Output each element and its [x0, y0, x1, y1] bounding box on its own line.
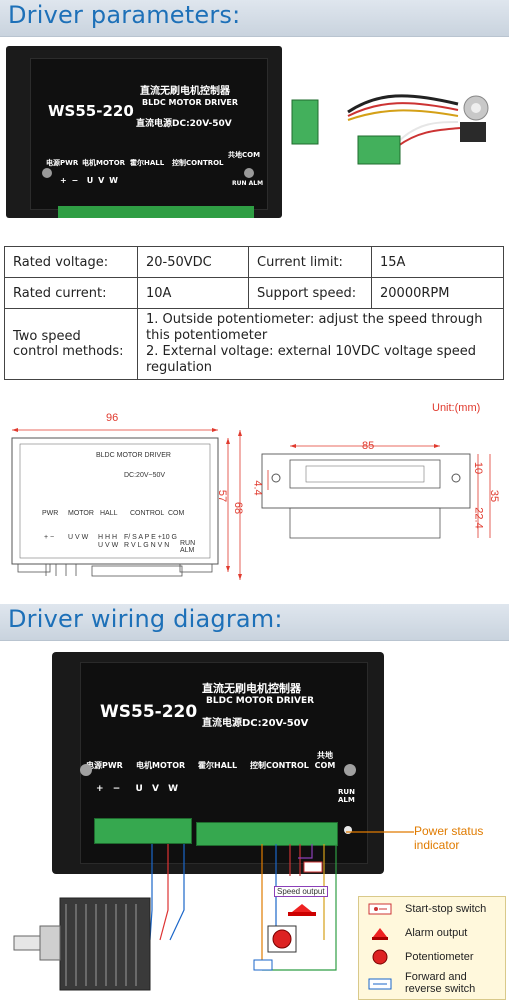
drawing-pins-ctrl: F/ S A P E +10 G	[124, 534, 177, 541]
control-methods-label: Two speed control methods:	[4, 308, 138, 380]
group-motor: 电机MOTOR	[136, 761, 186, 770]
rated-voltage-label: Rated voltage:	[4, 246, 138, 278]
legend-item: Potentiometer	[359, 945, 505, 969]
drawing-pins-pwr: + −	[44, 534, 55, 541]
section-title: Driver wiring diagram:	[8, 605, 283, 633]
dim-side-85: 85	[362, 440, 375, 452]
potentiometer-icon	[372, 949, 388, 965]
terminal-block-power-motor	[94, 818, 192, 844]
table-row: Rated voltage: 20-50VDC Current limit: 1…	[4, 246, 504, 278]
legend-item: Alarm output	[359, 921, 505, 945]
drawing-pins-ctrl2: R V L G N V N	[124, 542, 170, 549]
method-1: 1. Outside potentiometer: adjust the spe…	[146, 312, 483, 343]
dim-width-96: 96	[106, 412, 119, 424]
pins-row: + − U V W	[60, 176, 119, 185]
legend-label: Potentiometer	[405, 951, 474, 963]
driver-power-label: 直流电源DC:20V-50V	[136, 119, 232, 129]
driver-photo-top: WS55-220 直流无刷电机控制器 BLDC MOTOR DRIVER 直流电…	[6, 46, 282, 224]
legend-item: Start-stop switch	[359, 897, 505, 921]
group-hall: 霍尔HALL	[130, 159, 165, 167]
drawing-label-com: COM	[168, 510, 185, 517]
legend-label: Alarm output	[405, 927, 468, 939]
driver-model: WS55-220	[48, 102, 134, 120]
control-methods-value: 1. Outside potentiometer: adjust the spe…	[137, 308, 504, 380]
drawing-label-dc: DC:20V~50V	[124, 472, 166, 479]
screw-icon	[344, 764, 356, 776]
driver-title-cn: 直流无刷电机控制器	[140, 86, 230, 97]
drawing-label-pwr: PWR	[42, 510, 59, 517]
driver-title-en: BLDC MOTOR DRIVER	[206, 696, 315, 706]
dim-side-10: 10	[472, 461, 485, 475]
method-2: 2. External voltage: external 10VDC volt…	[146, 344, 476, 375]
driver-title-cn: 直流无刷电机控制器	[202, 682, 301, 695]
drawing-pins-hall2: U V W	[98, 542, 119, 549]
terminal-strip-top	[58, 206, 254, 218]
current-limit-label: Current limit:	[248, 246, 372, 278]
dim-height-68: 68	[232, 501, 245, 515]
wiring-diagram-lines	[13, 844, 337, 991]
rated-current-label: Rated current:	[4, 277, 138, 309]
support-speed-label: Support speed:	[248, 277, 372, 309]
forward-reverse-switch-icon	[368, 978, 392, 990]
power-status-led	[344, 826, 352, 834]
drawing-pins-motor: U V W	[68, 534, 89, 541]
indicator-leader-line	[346, 831, 414, 833]
legend-item: Forward and reverse switch	[359, 969, 505, 999]
legend-label: Forward and reverse switch	[405, 971, 476, 995]
alarm-light-icon	[372, 928, 388, 940]
driver-photo-wiring: WS55-220 直流无刷电机控制器 BLDC MOTOR DRIVER 直流电…	[52, 652, 384, 874]
driver-title-en: BLDC MOTOR DRIVER	[142, 98, 239, 107]
drawing-pins-hall: H H H	[98, 534, 118, 541]
screw-right	[244, 168, 254, 178]
section-header-wiring: Driver wiring diagram:	[0, 604, 509, 641]
group-pwr: 电源PWR	[46, 159, 79, 167]
driver-model: WS55-220	[100, 702, 198, 722]
group-hall: 霍尔HALL	[198, 761, 238, 770]
wiring-harness-illustration	[291, 94, 489, 165]
start-stop-switch-icon	[368, 903, 392, 915]
dim-side-35: 35	[488, 489, 501, 503]
terminal-block-control	[196, 822, 338, 846]
speed-output-label: Speed output	[274, 886, 328, 897]
power-status-label: Power status indicator	[414, 824, 484, 852]
driver-power-label: 直流电源DC:20V-50V	[202, 718, 309, 729]
screw-icon	[80, 764, 92, 776]
pins-row: + − U V W	[96, 784, 182, 794]
drawing-label-motor: MOTOR	[68, 510, 94, 517]
group-com: 共地COM	[314, 751, 336, 770]
group-com: 共地COM	[228, 151, 261, 159]
group-control: 控制CONTROL	[172, 159, 224, 167]
parameters-table: Rated voltage: 20-50VDC Current limit: 1…	[4, 246, 504, 380]
group-control: 控制CONTROL	[250, 761, 309, 770]
section-header-parameters: Driver parameters:	[0, 0, 509, 37]
drawing-label-control: CONTROL	[130, 510, 165, 517]
dim-side-44: 4.4	[251, 480, 264, 496]
drawing-label-driver: BLDC MOTOR DRIVER	[96, 452, 171, 459]
run-alm-label: RUN ALM	[232, 180, 264, 187]
wiring-legend: Start-stop switch Alarm output Potentiom…	[358, 896, 506, 1000]
legend-label: Start-stop switch	[405, 903, 487, 915]
group-pwr: 电源PWR	[86, 761, 123, 770]
rated-current-value: 10A	[137, 277, 249, 309]
dim-height-57: 57	[216, 489, 229, 503]
current-limit-value: 15A	[371, 246, 504, 278]
front-view-drawing	[11, 428, 491, 580]
accessories-photo	[288, 82, 504, 182]
drawing-label-run: RUN ALM	[180, 540, 196, 554]
section-title: Driver parameters:	[8, 1, 241, 29]
dim-side-22: 22.4	[472, 507, 485, 529]
group-motor: 电机MOTOR	[82, 159, 126, 167]
run-alm-label: RUN ALM	[338, 788, 355, 804]
screw-left	[42, 168, 52, 178]
drawing-label-hall: HALL	[100, 510, 118, 517]
rated-voltage-value: 20-50VDC	[137, 246, 249, 278]
support-speed-value: 20000RPM	[371, 277, 504, 309]
table-row: Rated current: 10A Support speed: 20000R…	[4, 277, 504, 309]
table-row: Two speed control methods: 1. Outside po…	[4, 308, 504, 380]
unit-label: Unit:(mm)	[432, 402, 481, 414]
